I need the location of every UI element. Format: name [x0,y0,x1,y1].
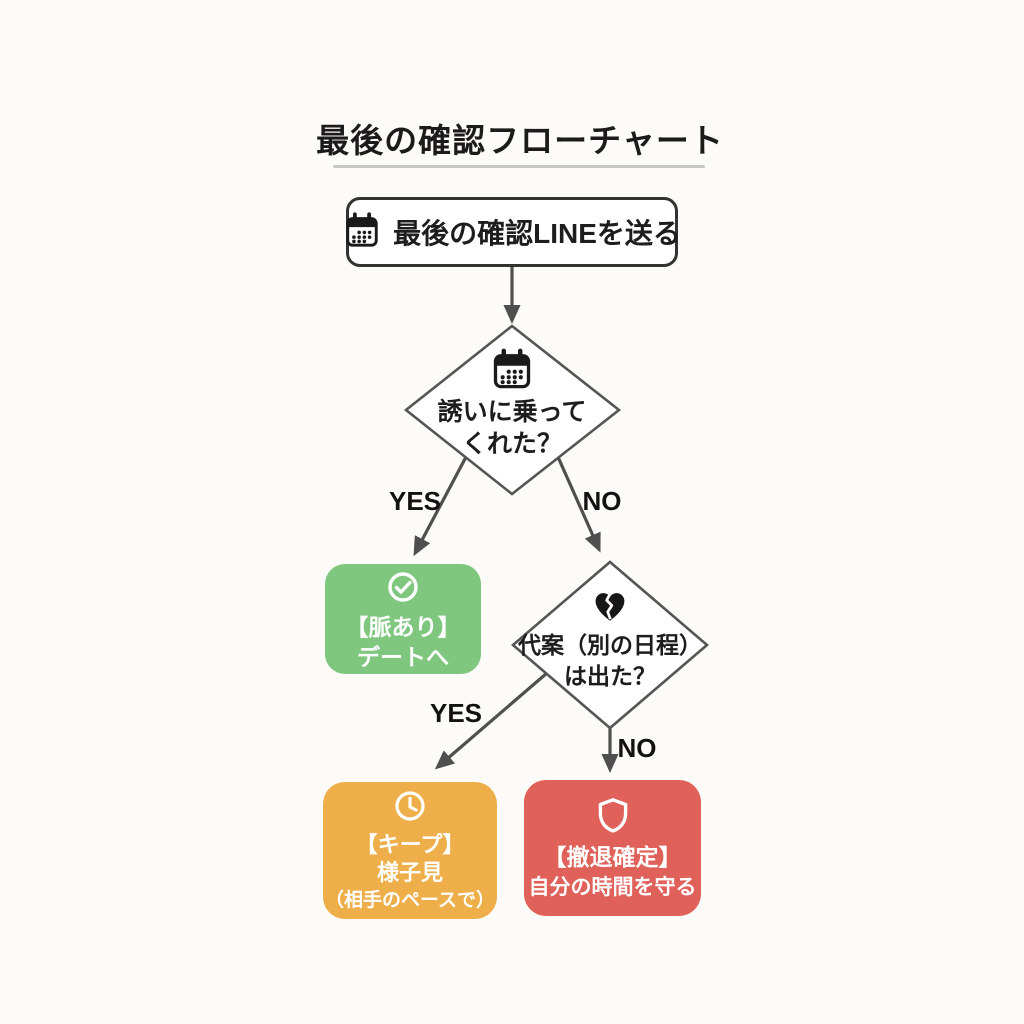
decision2-diamond [511,560,709,730]
clock-icon [390,786,430,831]
keep-label-line3: （相手のペースで） [324,890,496,911]
page-title: 最後の確認フローチャート [316,122,724,159]
decision2-yes-label: YES [429,698,483,728]
retreat-label-line1: 【撤退確定】 [543,843,682,870]
title-underline [333,165,705,168]
decision1-label-line1: 誘いに乗って [437,398,587,426]
arrow-decision1-no [556,456,601,553]
decision2-no-label: NO [617,733,657,763]
decision2-label-line1: 代案（別の日程） [518,632,702,658]
broken-heart-icon [589,585,631,630]
decision2-label-line2: は出た？ [564,663,656,689]
keep-label-line1: 【キープ】 [355,832,465,857]
decision1-no-label: NO [582,486,622,516]
success-label-line1: 【脈あり】 [345,613,461,640]
retreat-node: 【撤退確定】 自分の時間を守る [524,780,701,916]
check-circle-icon [383,567,423,612]
keep-label-line2: 様子見 [376,860,443,885]
success-node: 【脈あり】 デートへ [325,564,481,674]
decision1-diamond [403,324,622,496]
retreat-label-line2: 自分の時間を守る [528,875,697,899]
success-label-line2: デートへ [357,643,449,670]
start-node-label: 最後の確認LINEを送る [393,218,681,249]
decision2-node: 代案（別の日程） は出た？ [515,585,705,692]
decision1-label-line2: くれた？ [461,430,562,458]
calendar-icon [343,211,381,254]
decision1-node: 誘いに乗って くれた？ [422,347,602,460]
arrow-decision1-yes [413,456,468,557]
start-node: 最後の確認LINEを送る [343,197,681,267]
arrow-decision2-yes [434,671,549,770]
keep-node: 【キープ】 様子見 （相手のペースで） [323,782,497,919]
decision1-yes-label: YES [388,486,442,516]
calendar-icon [490,347,534,396]
shield-icon [592,794,634,841]
